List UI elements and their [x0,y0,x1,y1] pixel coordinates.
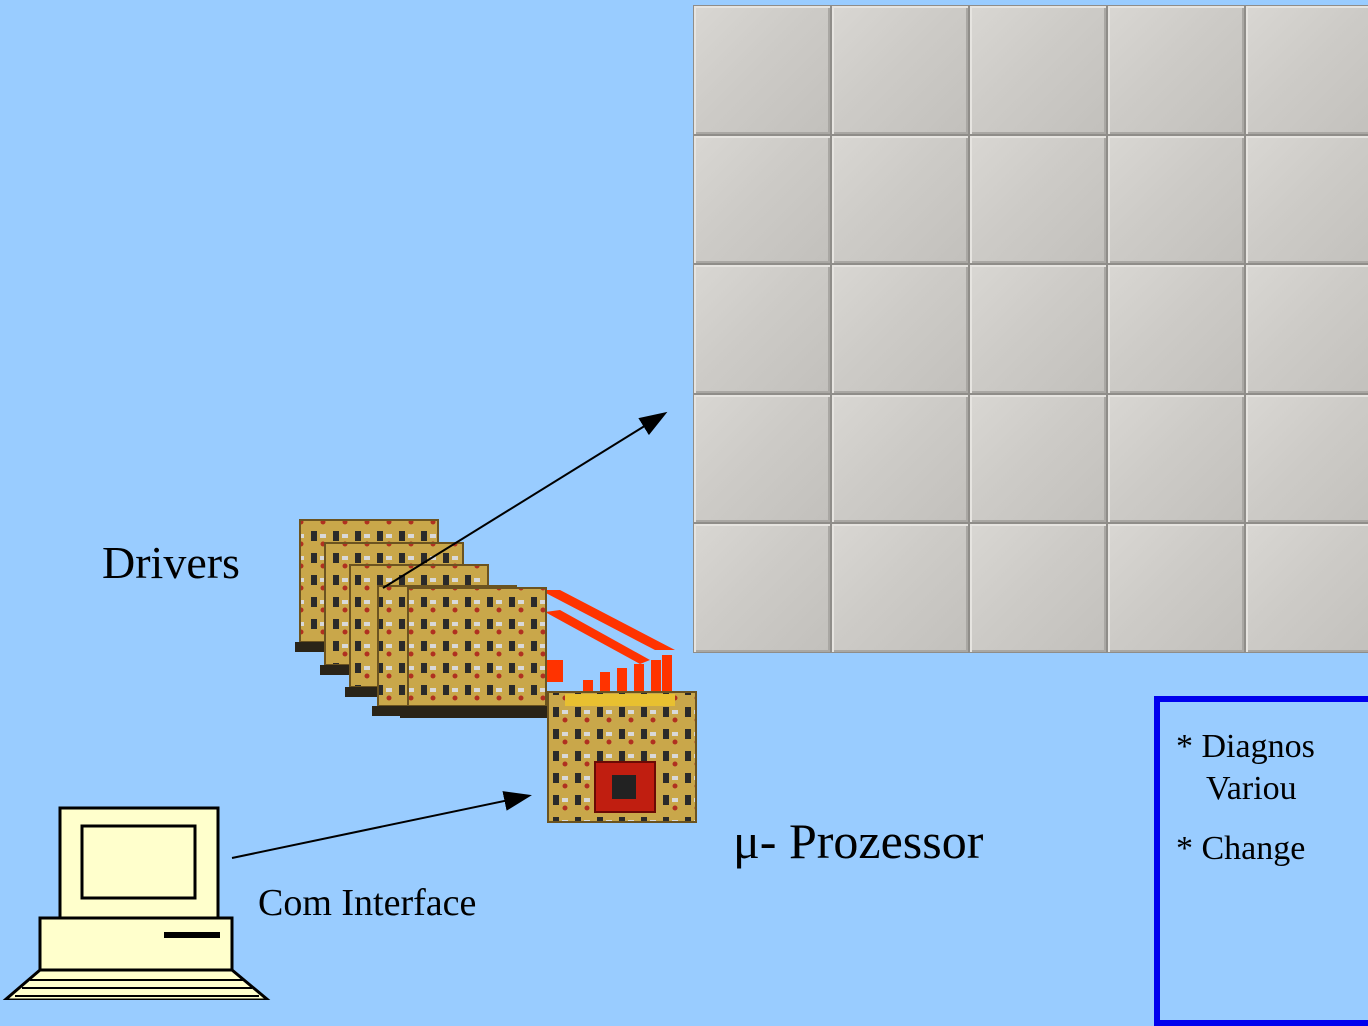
wall-tile [1107,523,1245,653]
wall-tile [693,134,831,265]
wall-tile [1107,5,1245,135]
note-line-diagnosis: * Diagnos [1176,728,1315,765]
wall-tile [693,393,831,524]
wall-tile [969,523,1107,653]
computer-icon [2,806,271,1000]
arrow-drivers-to-wall [382,411,668,589]
note-line-change: * Change [1176,830,1306,867]
wall-tile [1107,264,1245,394]
arrow-pc-to-processor [231,791,532,859]
wall-tile [693,5,831,135]
note-line-various: Variou [1206,770,1297,807]
wall-tile [1107,134,1245,265]
wall-tile [1245,523,1368,653]
wall-tile [1245,5,1368,135]
driver-board-5 [400,587,550,718]
drivers-label: Drivers [102,537,240,588]
wall-tile [1245,393,1368,524]
driver-connection-ribbons [533,590,675,694]
wall-tile [693,523,831,653]
wall-tile [831,393,969,524]
wall-tile [969,264,1107,394]
wall-tile [831,5,969,135]
com-interface-label: Com Interface [258,882,477,924]
notes-box: * Diagnos Variou * Change [1154,696,1368,1026]
wall-tile [969,393,1107,524]
wall-tile [831,134,969,265]
tile-wall [693,5,1368,653]
diagram-canvas [2,411,697,1000]
processor-board [547,691,697,823]
wall-tile [1107,393,1245,524]
driver-boards [295,519,550,718]
wall-tile [693,264,831,394]
wall-tile [1245,264,1368,394]
wall-tile [969,5,1107,135]
wall-tile [969,134,1107,265]
processor-label: μ- Prozessor [733,813,984,869]
wall-tile [831,264,969,394]
wall-tile [1245,134,1368,265]
wall-tile [831,523,969,653]
